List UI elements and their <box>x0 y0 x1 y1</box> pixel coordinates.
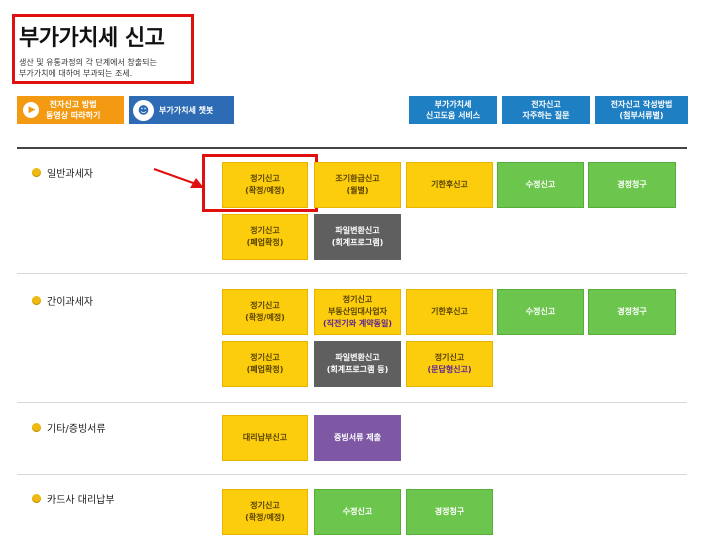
page-description-line2: 부가가치에 대하여 부과되는 조세. <box>19 69 133 78</box>
bullet-icon <box>32 296 41 305</box>
button-line1: 정기신고 <box>250 174 280 183</box>
button-label: 경정청구 <box>617 180 647 189</box>
highlight-title-box <box>12 14 194 84</box>
bullet-icon <box>32 423 41 432</box>
simplified-late-filing-button[interactable]: 기한후신고 <box>406 289 493 335</box>
category-label: 간이과세자 <box>47 297 93 308</box>
simplified-correction-button[interactable]: 경정청구 <box>588 289 676 335</box>
section-divider <box>17 402 687 403</box>
simplified-regular-filing-button[interactable]: 정기신고 (확정/예정) <box>222 289 308 335</box>
button-line2: (폐업확정) <box>246 238 284 247</box>
button-label: 수정신고 <box>342 507 373 516</box>
button-line2: (확정/예정) <box>245 186 285 195</box>
page-description-line1: 생산 및 유통과정의 각 단계에서 창출되는 <box>19 58 157 67</box>
simplified-amend-button[interactable]: 수정신고 <box>497 289 584 335</box>
button-label: 수정신고 <box>525 307 556 316</box>
button-line1: 정기신고 <box>250 353 280 362</box>
button-line2: (확정/예정) <box>245 313 285 322</box>
button-line2: (회계프로그램 등) <box>326 365 389 374</box>
card-correction-button[interactable]: 경정청구 <box>406 489 493 535</box>
general-regular-filing-button[interactable]: 정기신고 (확정/예정) <box>222 162 308 208</box>
video-guide-button[interactable]: ▶ 전자신고 방법 동영상 따라하기 <box>17 96 124 124</box>
video-guide-line2: 동영상 따라하기 <box>46 111 101 120</box>
category-simplified: 간이과세자 <box>32 293 93 308</box>
button-label: 경정청구 <box>434 507 465 516</box>
simplified-closure-filing-button[interactable]: 정기신고 (폐업확정) <box>222 341 308 387</box>
general-late-filing-button[interactable]: 기한후신고 <box>406 162 493 208</box>
button-line2: 부동산임대사업자 <box>328 307 387 316</box>
button-line2: (월별) <box>346 186 369 195</box>
category-label: 일반과세자 <box>47 169 93 180</box>
button-line1: 정기신고 <box>342 295 373 304</box>
button-line1: 정기신고 <box>434 353 465 362</box>
category-general: 일반과세자 <box>32 165 93 180</box>
proxy-payment-button[interactable]: 대리납부신고 <box>222 415 308 461</box>
button-line1: 파일변환신고 <box>335 226 380 235</box>
general-file-convert-button[interactable]: 파일변환신고 (회계프로그램) <box>314 214 401 260</box>
button-line1: 파일변환신고 <box>335 353 380 362</box>
button-line2: (폐업확정) <box>246 365 284 374</box>
button-label: 대리납부신고 <box>242 433 288 442</box>
guide-line2: (첨부서류별) <box>619 111 664 120</box>
play-icon: ▶ <box>23 102 39 118</box>
filing-guide-button[interactable]: 전자신고 작성방법 (첨부서류별) <box>595 96 688 124</box>
button-line2: (문답형신고) <box>427 365 472 374</box>
general-correction-button[interactable]: 경정청구 <box>588 162 676 208</box>
page-title: 부가가치세 신고 <box>19 26 165 51</box>
general-amend-button[interactable]: 수정신고 <box>497 162 584 208</box>
arrow-icon <box>153 168 204 188</box>
faq-line1: 전자신고 <box>531 100 561 109</box>
button-line1: 정기신고 <box>250 226 280 235</box>
bullet-icon <box>32 168 41 177</box>
video-guide-line1: 전자신고 방법 <box>49 100 97 109</box>
button-label: 기한후신고 <box>431 180 468 189</box>
general-early-refund-button[interactable]: 조기환급신고 (월별) <box>314 162 401 208</box>
simplified-file-convert-button[interactable]: 파일변환신고 (회계프로그램 등) <box>314 341 401 387</box>
help-line1: 부가가치세 <box>434 100 472 109</box>
card-amend-button[interactable]: 수정신고 <box>314 489 401 535</box>
evidence-submit-button[interactable]: 증빙서류 제출 <box>314 415 401 461</box>
button-line1: 조기환급신고 <box>335 174 380 183</box>
top-divider <box>17 147 687 149</box>
button-label: 수정신고 <box>525 180 556 189</box>
chatbot-label: 부가가치세 챗봇 <box>159 105 214 115</box>
category-other: 기타/증빙서류 <box>32 420 106 435</box>
section-divider <box>17 273 687 274</box>
highlight-regular-filing <box>202 154 318 212</box>
button-line2: (확정/예정) <box>245 513 285 522</box>
button-label: 기한후신고 <box>431 307 468 316</box>
bullet-icon <box>32 494 41 503</box>
faq-line2: 자주하는 질문 <box>522 111 570 120</box>
simplified-qa-filing-button[interactable]: 정기신고 (문답형신고) <box>406 341 493 387</box>
chatbot-icon: ☻ <box>133 99 154 121</box>
general-closure-filing-button[interactable]: 정기신고 (폐업확정) <box>222 214 308 260</box>
guide-line1: 전자신고 작성방법 <box>610 100 673 109</box>
category-label: 카드사 대리납부 <box>47 495 115 506</box>
help-line2: 신고도움 서비스 <box>425 111 481 120</box>
card-regular-filing-button[interactable]: 정기신고 (확정/예정) <box>222 489 308 535</box>
button-label: 경정청구 <box>617 307 647 316</box>
button-line1: 정기신고 <box>250 501 280 510</box>
button-label: 증빙서류 제출 <box>334 433 381 442</box>
section-divider <box>17 474 687 475</box>
button-line3: (직전기와 계약동일) <box>323 319 392 328</box>
chatbot-button[interactable]: ☻ 부가가치세 챗봇 <box>129 96 234 124</box>
category-label: 기타/증빙서류 <box>47 424 106 435</box>
button-line2: (회계프로그램) <box>331 238 384 247</box>
category-card: 카드사 대리납부 <box>32 491 115 506</box>
button-line1: 정기신고 <box>250 301 280 310</box>
